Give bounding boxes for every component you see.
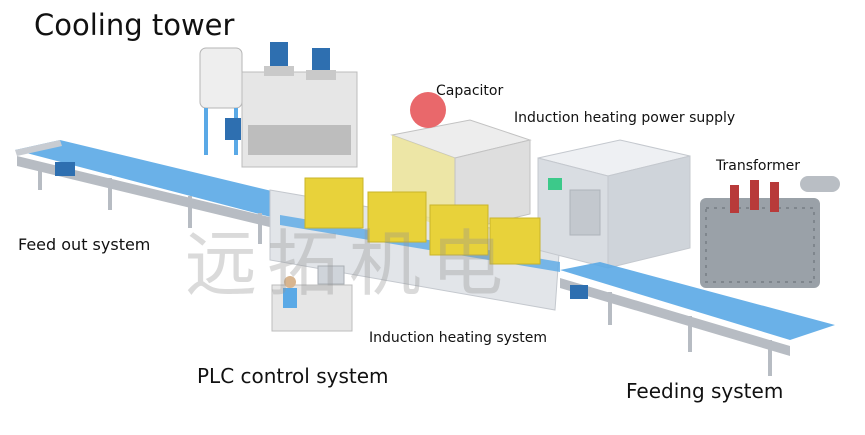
cooling-fan-base — [264, 66, 294, 76]
label-plc-control-system: PLC control system — [197, 364, 389, 388]
plc-operator-head — [284, 276, 296, 288]
label-feed-out-system: Feed out system — [18, 235, 151, 254]
transformer-fins — [705, 207, 815, 283]
power-supply-cabinet — [537, 139, 691, 269]
induction-coil — [367, 191, 427, 243]
cooling-fan-motor — [312, 48, 330, 74]
transformer — [700, 176, 840, 288]
feeding-motor — [570, 285, 588, 299]
label-cooling-tower: Cooling tower — [34, 8, 235, 42]
watermark-text: 远拓机电 — [185, 222, 514, 306]
feed-out-conveyor — [15, 140, 330, 244]
induction-coil — [304, 177, 364, 229]
transformer-body — [700, 198, 820, 288]
feeding-frame-side — [560, 278, 790, 356]
cooling-water-tank — [199, 47, 243, 109]
plc-monitor — [317, 265, 345, 285]
induction-coil — [429, 204, 489, 256]
label-power-supply: Induction heating power supply — [514, 110, 736, 126]
cooling-tower-vent — [248, 125, 351, 155]
capacitor-highlight — [410, 92, 446, 128]
transformer-insulator — [750, 180, 759, 210]
transformer-insulator — [730, 185, 739, 213]
feeding-conveyor — [560, 262, 835, 376]
feed-out-belt — [15, 140, 330, 222]
transformer-insulator — [770, 182, 779, 212]
label-induction-heating-system: Induction heating system — [369, 330, 547, 346]
cooling-tower — [199, 42, 358, 168]
cooling-fan-motor — [270, 42, 288, 70]
power-supply-side — [607, 155, 691, 269]
feed-out-frame-side — [17, 156, 290, 232]
cooling-pump — [225, 118, 241, 140]
transformer-conservator — [800, 176, 840, 192]
label-feeding-system: Feeding system — [626, 379, 784, 403]
induction-coil — [489, 217, 541, 265]
cooling-fan-base — [306, 70, 336, 80]
power-supply-screen — [548, 178, 562, 190]
plc-station — [271, 265, 353, 332]
feeding-belt — [560, 262, 835, 340]
feed-out-motor — [55, 162, 75, 176]
plc-operator-body — [283, 288, 297, 308]
induction-coils — [304, 177, 541, 265]
feed-out-frame-top — [15, 140, 62, 156]
power-supply-panel — [569, 189, 601, 236]
label-capacitor: Capacitor — [436, 83, 504, 99]
label-transformer: Transformer — [716, 158, 801, 174]
